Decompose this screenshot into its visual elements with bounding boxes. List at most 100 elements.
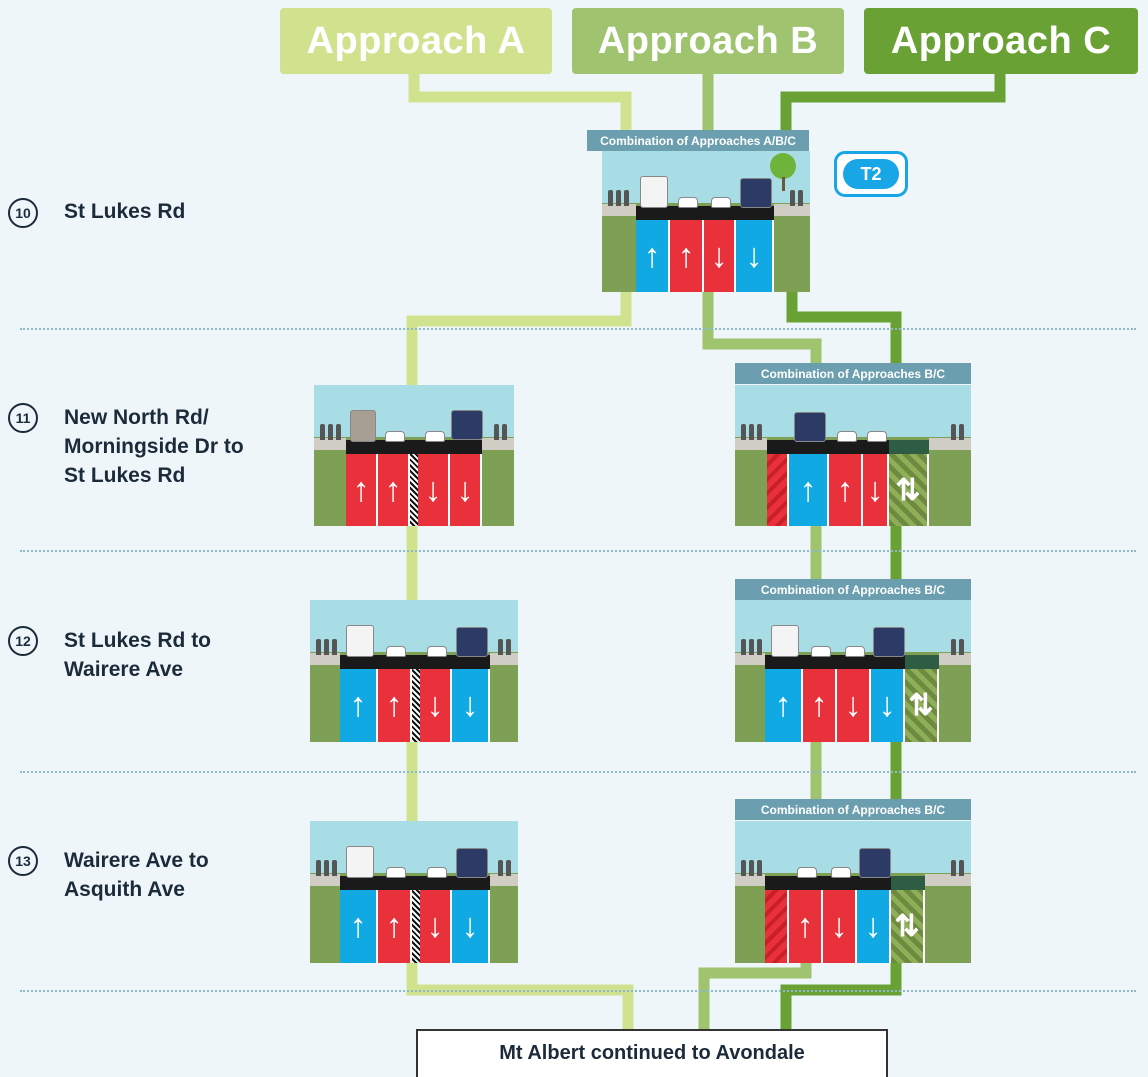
approach-a-box: Approach A: [280, 8, 552, 74]
cross-section-12-approach-a: ↑↑↓↓: [310, 600, 518, 742]
bus-lane: ↑: [789, 454, 829, 526]
up-arrow-icon: ↑: [836, 470, 854, 509]
pedestrian-icon: [741, 424, 746, 440]
bus-icon: [456, 627, 488, 657]
up-arrow-icon: ↑: [643, 236, 661, 275]
tree-icon: [770, 153, 796, 179]
bus-icon: [346, 846, 374, 878]
gen-lane: ↓: [823, 890, 857, 963]
pedestrian-icon: [498, 860, 503, 876]
gen-lane: ↓: [704, 220, 736, 292]
up-arrow-icon: ↑: [677, 236, 695, 275]
bus-icon: [346, 625, 374, 657]
pedestrian-icon: [320, 424, 325, 440]
down-arrow-icon: ↓: [864, 907, 882, 945]
road-deck: [636, 206, 774, 220]
combination-label: Combination of Approaches B/C: [735, 579, 971, 600]
up-arrow-icon: ↑: [352, 470, 370, 509]
bus-icon: [859, 848, 891, 878]
bus-icon: [873, 627, 905, 657]
pedestrian-icon: [741, 639, 746, 655]
t2-badge-label: T2: [843, 159, 899, 189]
pedestrian-icon: [951, 424, 956, 440]
bus-lane: ↑: [765, 669, 803, 742]
section-label: St Lukes Rd to Wairere Ave: [64, 629, 212, 681]
gen-lane: ↑: [789, 890, 823, 963]
bus-lane: ↑: [340, 669, 378, 742]
approach-c-box: Approach C: [864, 8, 1138, 74]
footpath-left: [310, 874, 340, 886]
cross-section-11-approach-a: ↑↑↓↓: [314, 385, 514, 526]
pedestrian-icon: [798, 190, 803, 206]
car-icon: [845, 646, 865, 657]
gen-lane: ↓: [420, 890, 452, 963]
gen-lane: ↓: [418, 454, 450, 526]
up-arrow-icon: ↑: [799, 470, 817, 509]
pedestrian-icon: [749, 860, 754, 876]
up-arrow-icon: ↑: [810, 686, 828, 724]
bus-lane: ↑: [636, 220, 670, 292]
car-icon: [427, 867, 447, 878]
down-arrow-icon: ↓: [745, 236, 763, 275]
approach-c-label: Approach C: [890, 19, 1112, 62]
gen-lane: ↓: [420, 669, 452, 742]
pedestrian-icon: [951, 860, 956, 876]
gen-lane: ↑: [803, 669, 837, 742]
route-line-b-5: [698, 962, 812, 1031]
walk-lane: ⇅: [905, 669, 939, 742]
section-number-badge: 11: [8, 403, 38, 433]
walk-lane: ⇅: [891, 890, 925, 963]
combination-label: Combination of Approaches B/C: [735, 799, 971, 820]
approach-a-label: Approach A: [306, 19, 526, 62]
continuation-label: Mt Albert continued to Avondale: [499, 1042, 805, 1064]
footpath-right: [774, 204, 810, 216]
pedestrian-icon: [757, 424, 762, 440]
car-icon: [811, 646, 831, 657]
pedestrian-icon: [316, 860, 321, 876]
bus-lane: ↓: [857, 890, 891, 963]
median-lane: [412, 669, 420, 742]
gen-lane: ↓: [837, 669, 871, 742]
car-icon: [678, 197, 698, 208]
route-line-c: [780, 74, 1006, 132]
up-arrow-icon: ↑: [385, 907, 403, 945]
road-deck: [346, 440, 482, 454]
tree-trunk: [782, 177, 785, 191]
bus-lane: ↓: [452, 890, 490, 963]
car-icon: [386, 646, 406, 657]
continuation-box: Mt Albert continued to Avondale: [416, 1029, 888, 1077]
shared-path-deck: [889, 440, 929, 454]
car-icon: [797, 867, 817, 878]
road-deck: [765, 876, 925, 890]
footpath-right: [482, 438, 514, 450]
section-number-badge: 10: [8, 198, 38, 228]
approach-b-box: Approach B: [572, 8, 844, 74]
gen-lane: ↑: [378, 454, 410, 526]
gen-lane: ↓: [863, 454, 889, 526]
bus-lane: ↓: [871, 669, 905, 742]
footpath-right: [939, 653, 971, 665]
section-separator: [20, 771, 1136, 773]
pedestrian-icon: [616, 190, 621, 206]
gen-lane: ↑: [346, 454, 378, 526]
pedestrian-icon: [790, 190, 795, 206]
section-label: New North Rd/ Morningside Dr to St Lukes…: [64, 406, 244, 487]
section-number-badge: 12: [8, 626, 38, 656]
truck-icon: [350, 410, 376, 442]
section-separator: [20, 990, 1136, 992]
pedestrian-icon: [316, 639, 321, 655]
gen-lane: ↑: [378, 669, 412, 742]
road-deck: [340, 655, 490, 669]
footpath-left: [735, 653, 765, 665]
footpath-left: [735, 874, 765, 886]
car-icon: [837, 431, 857, 442]
road-deck: [340, 876, 490, 890]
cross-section-13-approach-a: ↑↑↓↓: [310, 821, 518, 963]
sky-background: [735, 821, 971, 873]
road-deck: [767, 440, 929, 454]
cycle-lane: [767, 454, 789, 526]
car-icon: [711, 197, 731, 208]
cross-section-st-lukes-rd: ↑↑↓↓: [602, 151, 810, 292]
